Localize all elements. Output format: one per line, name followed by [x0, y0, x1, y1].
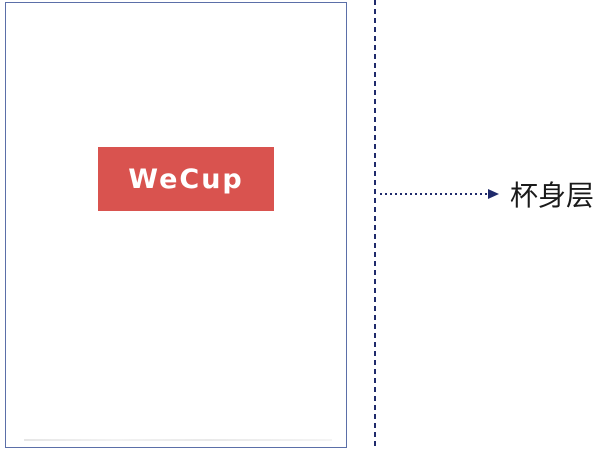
wecup-logo: WeCup [98, 147, 274, 211]
cup-bottom-edge [24, 439, 332, 441]
cup-body-layer-label: 杯身层 [510, 179, 595, 212]
arrow-head-icon [488, 189, 499, 199]
cup-body-outline: WeCup [5, 2, 347, 448]
logo-text: WeCup [128, 163, 244, 195]
